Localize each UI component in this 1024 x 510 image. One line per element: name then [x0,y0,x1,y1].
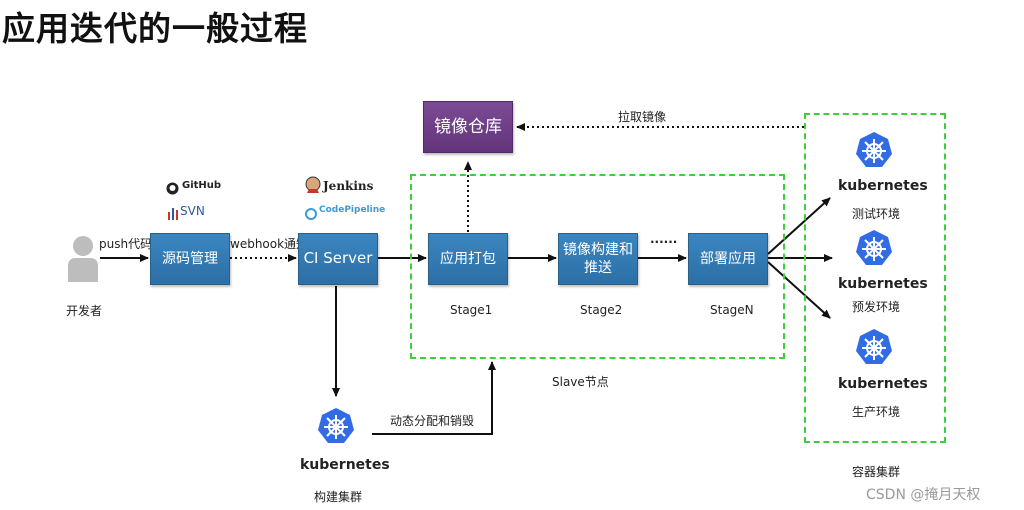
github-logo-text: GitHub [182,180,222,191]
webhook-label: webhook通知 [230,237,309,251]
prod-env-logo-text: kubernetes [838,376,928,392]
page-title: 应用迭代的一般过程 [2,9,308,48]
pre-env-label: 预发环境 [852,300,901,314]
arrow-deploy-test [767,197,831,255]
container-cluster-zone [804,113,946,443]
arrow-build-cluster-slave [372,361,496,435]
kubernetes-icon [854,228,894,272]
build-cluster-logo-text: kubernetes [300,457,390,473]
kubernetes-icon [854,327,894,371]
ci-server-box: CI Server [298,233,378,285]
dynamic-allocation-label: 动态分配和销毁 [390,414,475,428]
codepipeline-icon [305,205,317,224]
codepipeline-logo-text: CodePipeline [319,205,386,215]
stage2-box: 镜像构建和 推送 [558,233,638,285]
arrow-deploy-prod [767,261,831,319]
svn-icon [167,205,179,224]
kubernetes-icon [316,406,356,450]
stage1-box: 应用打包 [428,233,508,285]
test-env-label: 测试环境 [852,207,901,221]
svn-logo-text: SVN [180,204,205,218]
test-env-logo-text: kubernetes [838,178,928,194]
stageN-caption: StageN [710,303,754,317]
kubernetes-icon [854,130,894,174]
jenkins-icon [305,176,321,198]
slave-node-zone [410,174,785,359]
stageN-box: 部署应用 [688,233,768,285]
image-registry-box: 镜像仓库 [423,101,513,153]
build-cluster-label: 构建集群 [314,490,363,504]
jenkins-logo-text: Jenkins [323,179,374,193]
stage1-caption: Stage1 [450,303,493,317]
push-code-label: push代码 [99,237,153,251]
watermark: CSDN @掩月天权 [866,487,981,503]
source-management-box: 源码管理 [150,233,230,285]
stage-ellipsis: ······ [650,235,678,249]
github-icon [166,180,179,199]
prod-env-label: 生产环境 [852,405,901,419]
stage2-caption: Stage2 [580,303,623,317]
container-cluster-label: 容器集群 [852,465,901,479]
developer-label: 开发者 [66,304,103,318]
slave-node-label: Slave节点 [552,375,609,389]
developer-avatar-icon [66,234,100,288]
pull-image-label: 拉取镜像 [618,110,667,124]
pre-env-logo-text: kubernetes [838,276,928,292]
